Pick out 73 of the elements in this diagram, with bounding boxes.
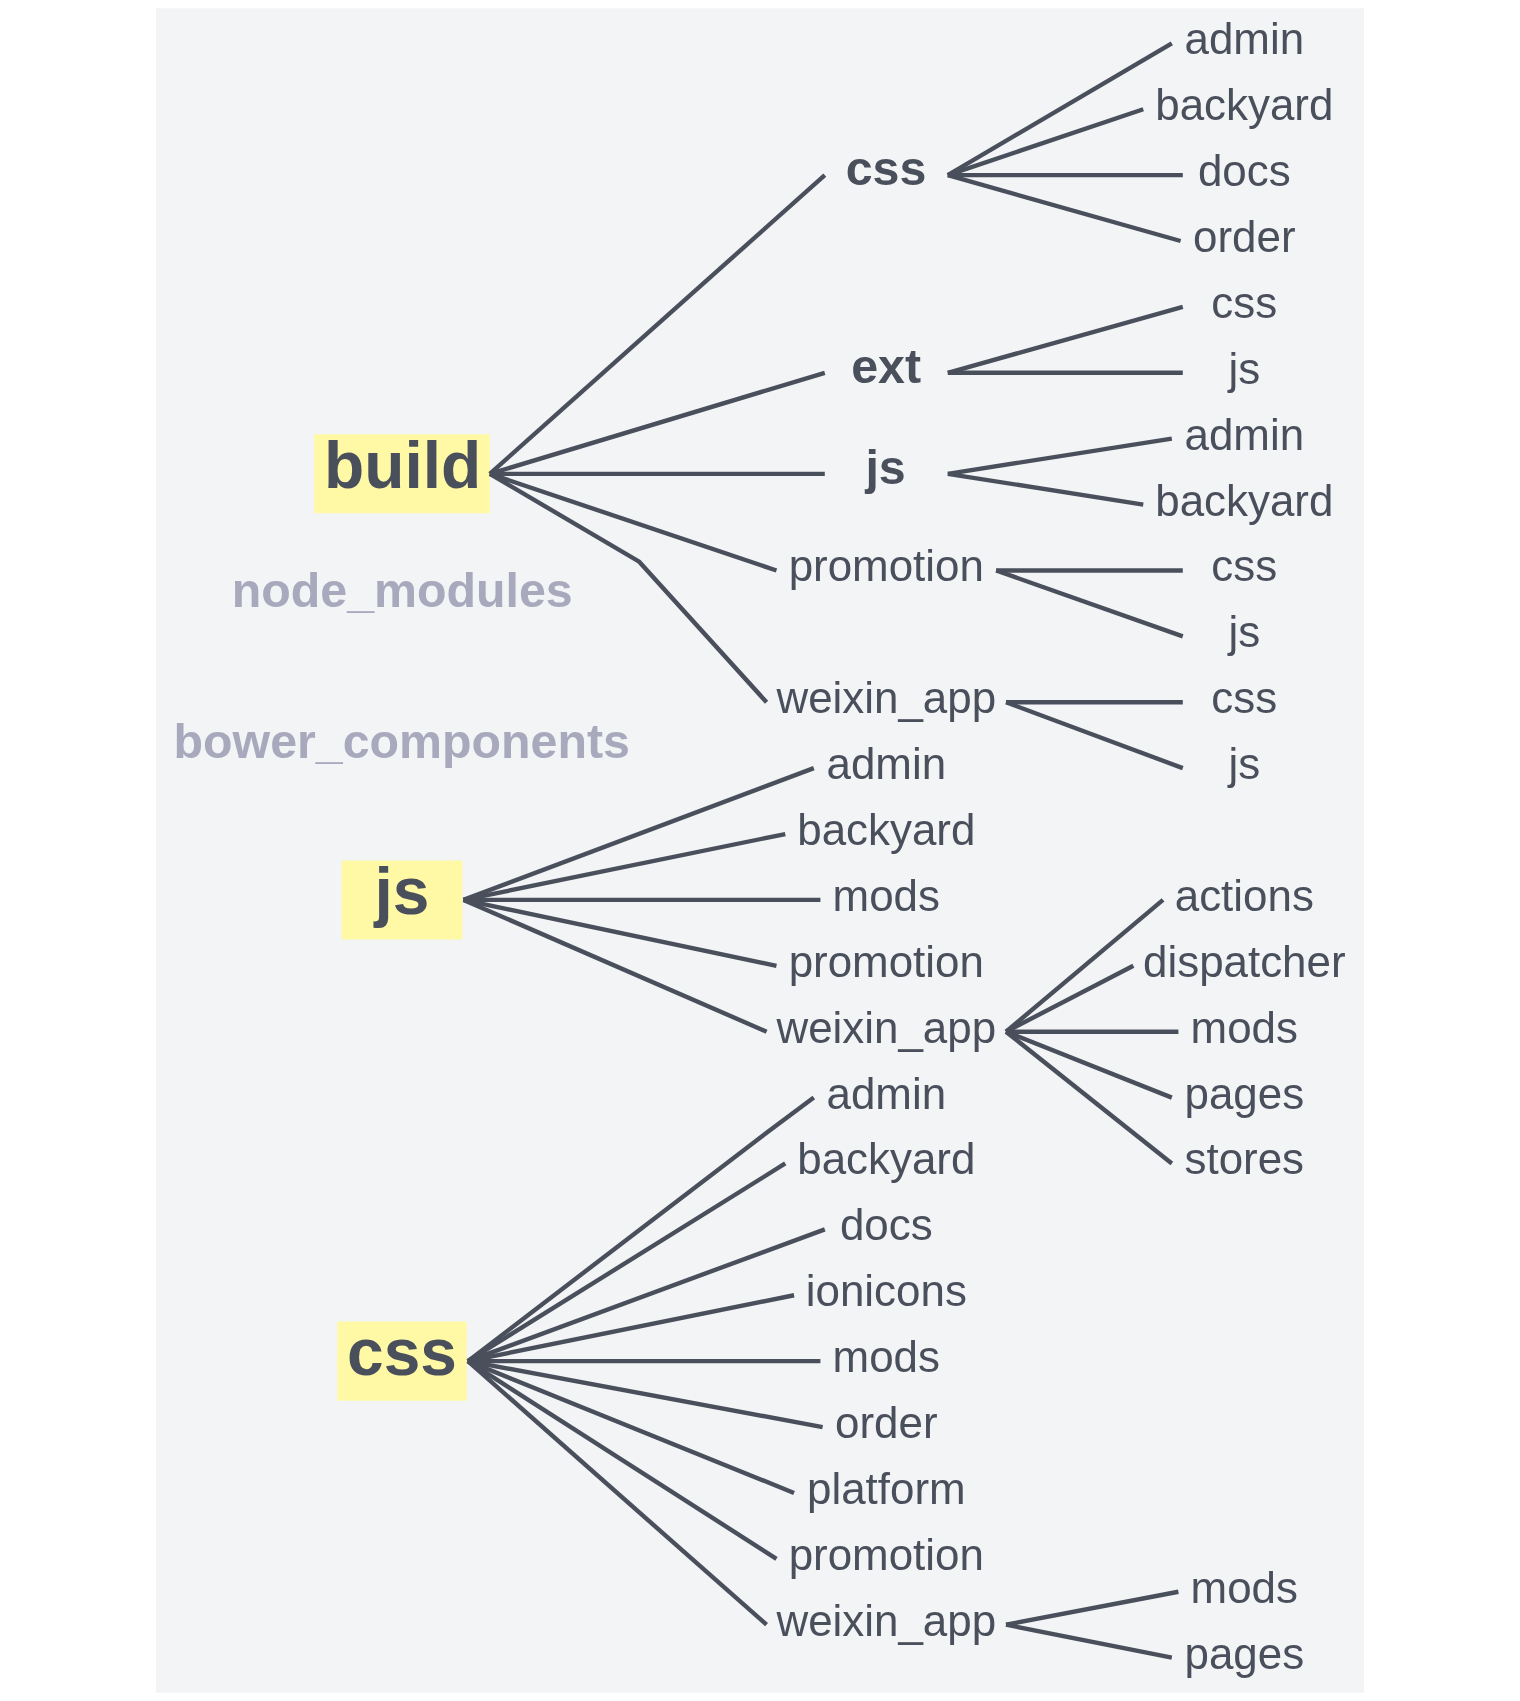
node-text: weixin_app <box>776 1595 997 1645</box>
connector <box>467 1359 795 1495</box>
node-text: order <box>835 1398 938 1448</box>
connector <box>466 1359 769 1627</box>
node-text: admin <box>1184 14 1305 64</box>
node-text: dispatcher <box>1143 936 1346 986</box>
node-text: css <box>1211 277 1278 327</box>
connector <box>947 471 1144 507</box>
node-box: css <box>337 1321 467 1401</box>
node-text: promotion <box>788 541 984 591</box>
connector <box>947 436 1173 476</box>
connector <box>1004 898 1165 1034</box>
node-text: order <box>1193 211 1296 261</box>
connector <box>947 370 1183 375</box>
connector <box>462 897 768 1034</box>
node-text: bower_components <box>173 714 630 769</box>
node-text: js <box>1228 343 1261 393</box>
node-text: ext <box>851 338 921 393</box>
connector <box>488 173 827 476</box>
node-text: backyard <box>1155 475 1334 525</box>
node-text: css <box>1211 541 1278 591</box>
connector <box>489 370 826 476</box>
connector <box>488 471 769 704</box>
connector <box>467 1359 823 1430</box>
node-text: js <box>1228 739 1261 789</box>
node-text: css <box>845 141 927 196</box>
node-text: stores <box>1184 1134 1305 1184</box>
connector <box>489 471 778 573</box>
node-text: admin <box>1184 409 1305 459</box>
connector <box>995 568 1184 639</box>
connector <box>466 1095 816 1363</box>
node-text: admin <box>826 1068 947 1118</box>
connector <box>1005 1589 1179 1627</box>
node-text: mods <box>832 870 940 920</box>
node-text: backyard <box>797 805 976 855</box>
node-text: admin <box>826 739 947 789</box>
connector <box>467 1227 826 1364</box>
node-text: actions <box>1174 870 1314 920</box>
node-box: js <box>341 860 463 940</box>
connector <box>996 568 1183 573</box>
connector <box>466 1161 787 1363</box>
connector <box>1006 700 1183 705</box>
node-text: platform <box>806 1463 966 1513</box>
node-text: weixin_app <box>776 673 997 723</box>
node-text: mods <box>832 1332 940 1382</box>
connector <box>463 897 777 968</box>
node-text: backyard <box>797 1134 976 1184</box>
connector <box>1005 963 1135 1034</box>
connector <box>947 172 1183 178</box>
connector <box>1005 1622 1173 1660</box>
connector <box>946 41 1173 177</box>
node-text: mods <box>1190 1562 1298 1612</box>
node-text: js <box>1228 607 1261 657</box>
node-text: pages <box>1184 1068 1305 1118</box>
connector <box>1005 1029 1173 1100</box>
node-text: node_modules <box>231 562 573 617</box>
node-text: mods <box>1190 1002 1298 1052</box>
node-text: backyard <box>1155 80 1334 130</box>
node-text: weixin_app <box>776 1002 997 1052</box>
connector <box>947 173 1182 244</box>
node-box: build <box>314 434 490 514</box>
node-text: docs <box>839 1200 933 1250</box>
connector <box>1005 700 1184 771</box>
connector <box>463 897 821 903</box>
node-text: promotion <box>788 1529 984 1579</box>
node-text: css <box>1211 673 1278 723</box>
node-text: ionicons <box>805 1266 967 1316</box>
connector <box>1004 1030 1174 1166</box>
node-text: docs <box>1197 146 1291 196</box>
node-text: js <box>865 439 906 494</box>
node-text: pages <box>1184 1628 1305 1678</box>
connector <box>947 304 1184 375</box>
node-text: promotion <box>788 936 984 986</box>
